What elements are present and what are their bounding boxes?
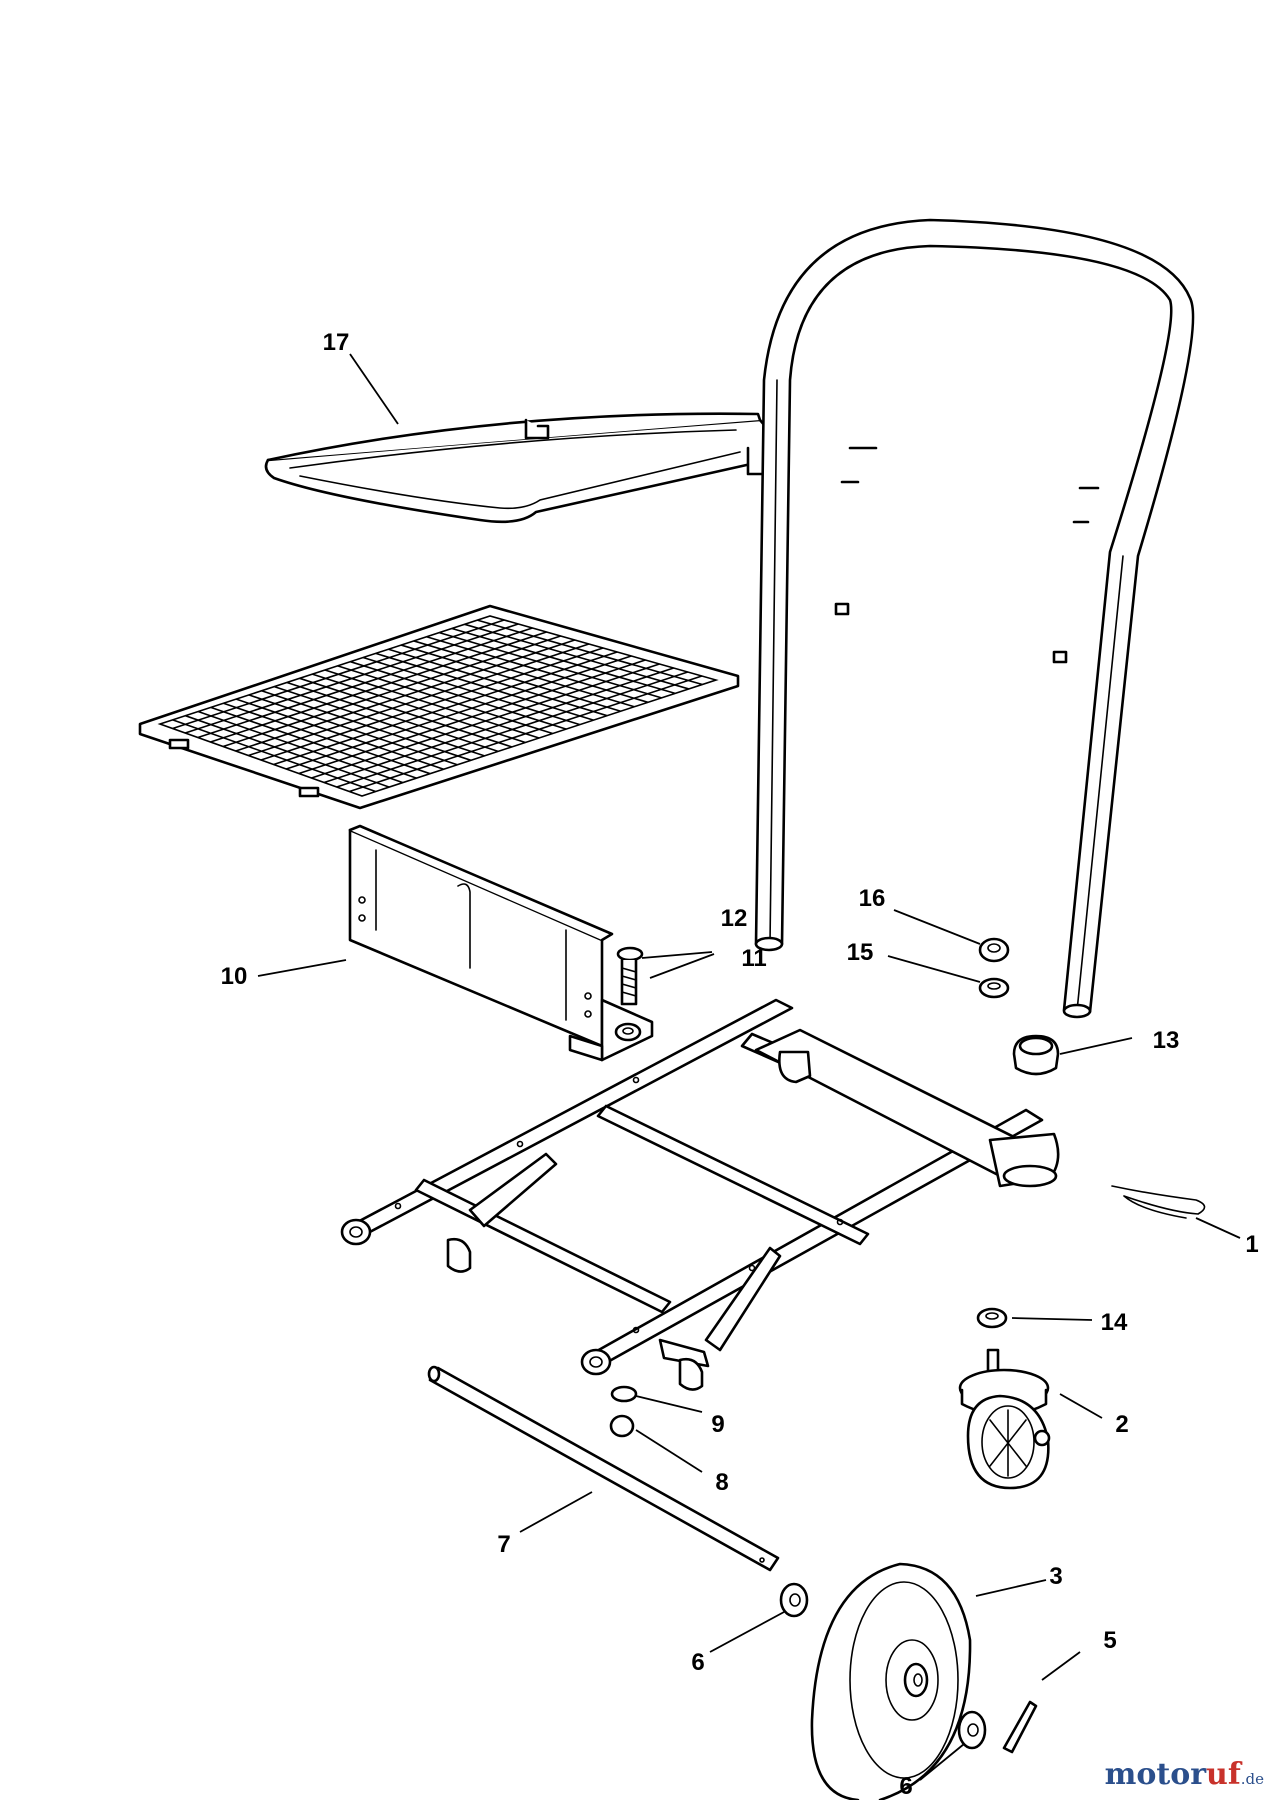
axle-rod-part [427, 1365, 780, 1572]
mesh-wire [349, 675, 703, 793]
cap-part [1012, 1034, 1060, 1076]
mesh-shelf-part [138, 604, 740, 810]
callout-14: 14 [1101, 1309, 1128, 1336]
watermark-part2: uf [1206, 1757, 1241, 1792]
washer-part [779, 1582, 809, 1618]
callout-17: 17 [323, 329, 350, 356]
watermark-logo: motoruf.de [1105, 1757, 1264, 1792]
mesh-wire [222, 635, 561, 748]
screw-part [616, 946, 644, 1006]
mesh-wire [273, 651, 618, 766]
mesh-wire [260, 647, 604, 761]
watermark-part1: motor [1104, 1757, 1207, 1792]
washer-part [976, 1307, 1008, 1329]
nut-part [609, 1414, 635, 1438]
mesh-wire [172, 619, 505, 730]
callout-16: 16 [859, 885, 886, 912]
mesh-wire [286, 655, 632, 770]
leader-lines [257, 353, 1241, 1781]
mesh-wire [248, 643, 590, 757]
washer-part [957, 1710, 987, 1750]
mesh-wire [336, 671, 688, 788]
washer-part [978, 977, 1010, 999]
mesh-grid [172, 619, 703, 793]
caster-wheel-part [958, 1348, 1051, 1490]
callout-3: 3 [1049, 1563, 1062, 1590]
bracket-plate-part [348, 824, 654, 1062]
base-frame-part [340, 998, 1060, 1391]
callout-5: 5 [1103, 1627, 1116, 1654]
mesh-wire [311, 663, 660, 779]
callout-15: 15 [847, 939, 874, 966]
watermark-suffix: .de [1240, 1770, 1264, 1788]
callout-7: 7 [497, 1531, 510, 1558]
mesh-wire [298, 659, 646, 775]
mesh-wire [197, 627, 533, 739]
lock-washer-part [610, 1385, 638, 1403]
callout-labels: 1 2 3 5 6 6 7 8 9 10 11 12 13 14 15 16 1… [221, 329, 1259, 1800]
callout-8: 8 [715, 1469, 728, 1496]
wheel-part [810, 1562, 972, 1800]
callout-11: 11 [741, 945, 766, 972]
tray-frame-part [264, 412, 786, 524]
callout-12: 12 [721, 905, 748, 932]
callout-10: 10 [221, 963, 248, 990]
mesh-wire [185, 623, 519, 734]
push-handle-part [754, 218, 1195, 1019]
callout-13: 13 [1153, 1027, 1180, 1054]
callout-6b: 6 [899, 1773, 912, 1800]
callout-6a: 6 [691, 1649, 704, 1676]
nut-part [978, 937, 1010, 963]
callout-9: 9 [711, 1411, 724, 1438]
mesh-wire [210, 631, 547, 743]
mesh-wire [235, 639, 575, 752]
callout-1: 1 [1245, 1231, 1258, 1258]
cotter-pin-part [1002, 1700, 1038, 1754]
mesh-wire [323, 667, 674, 784]
r-clip-part [1111, 1185, 1206, 1219]
callout-2: 2 [1115, 1411, 1128, 1438]
washer-part [614, 1022, 642, 1042]
